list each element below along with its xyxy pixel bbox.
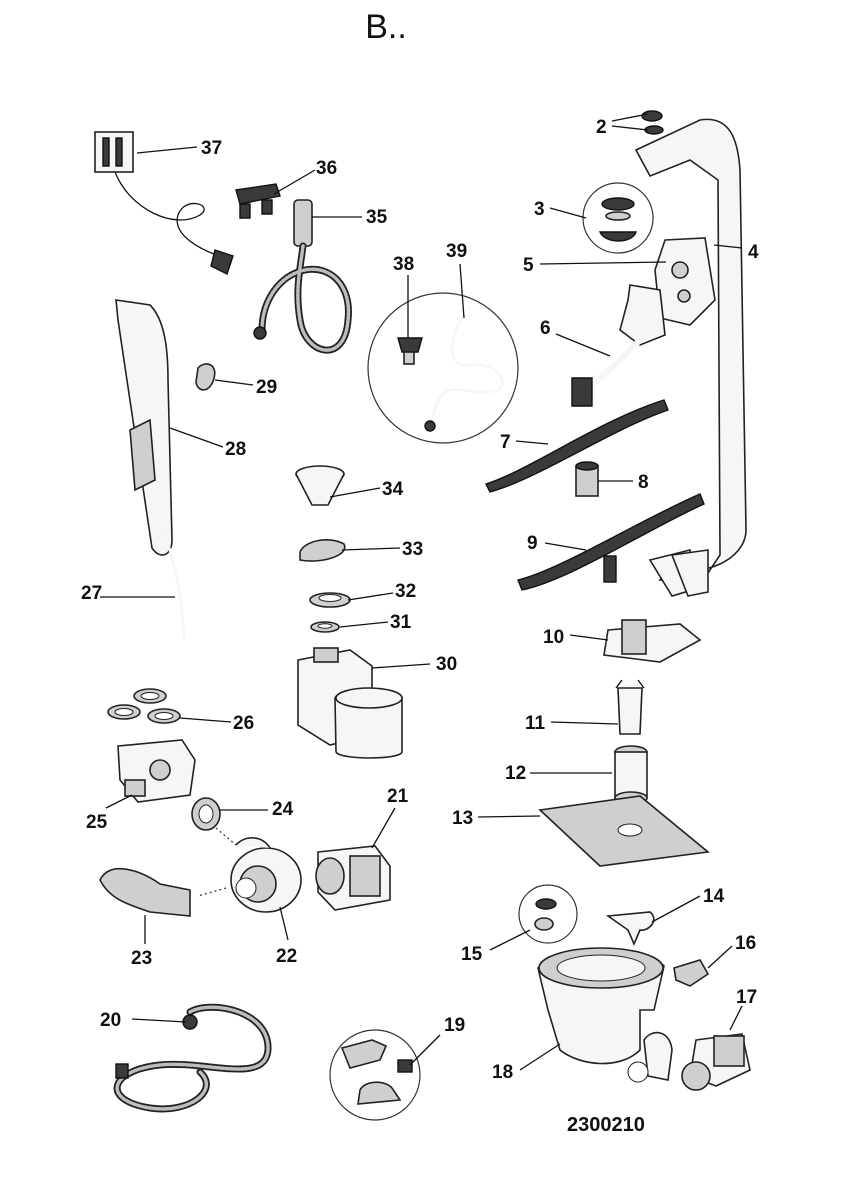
part-label-8: 8 bbox=[638, 472, 649, 493]
part-5-graphic bbox=[654, 237, 716, 326]
leader-lines bbox=[100, 113, 743, 1071]
part-label-38: 38 bbox=[393, 254, 414, 275]
part-30-graphic bbox=[297, 647, 403, 759]
part-21-graphic bbox=[315, 845, 391, 911]
part-label-37: 37 bbox=[201, 138, 222, 159]
part-10-graphic bbox=[603, 619, 702, 663]
part-33-graphic bbox=[299, 539, 346, 562]
part-label-12: 12 bbox=[505, 763, 526, 784]
part-22-graphic bbox=[197, 827, 302, 913]
part-label-15: 15 bbox=[461, 944, 483, 965]
part-label-35: 35 bbox=[366, 207, 388, 228]
part-35-graphic bbox=[253, 199, 352, 354]
part-16-graphic bbox=[673, 959, 710, 987]
part-label-30: 30 bbox=[436, 654, 457, 675]
part-32-graphic bbox=[309, 592, 351, 608]
part-6-graphic bbox=[571, 284, 666, 407]
part-label-17: 17 bbox=[736, 987, 757, 1008]
part-15-detail-graphic bbox=[518, 884, 578, 944]
part-label-32: 32 bbox=[395, 581, 416, 602]
diagram-title: B.. bbox=[365, 8, 407, 46]
part-4-graphic bbox=[634, 118, 747, 597]
part-label-13: 13 bbox=[452, 808, 473, 829]
part-26-graphic bbox=[107, 688, 181, 724]
part-label-group: 2 3 4 5 6 7 8 9 10 11 12 13 14 15 16 17 … bbox=[81, 117, 759, 1136]
part-7-graphic bbox=[485, 399, 669, 493]
part-label-20: 20 bbox=[100, 1010, 121, 1031]
part-13-graphic bbox=[538, 795, 710, 867]
part-34-graphic bbox=[295, 465, 345, 506]
part-28-graphic bbox=[115, 299, 186, 641]
part-label-11: 11 bbox=[525, 713, 546, 734]
part-label-4: 4 bbox=[748, 242, 759, 263]
part-31-graphic bbox=[310, 621, 340, 633]
part-38-39-detail-graphic bbox=[367, 292, 519, 444]
part-23-graphic bbox=[99, 868, 191, 917]
drawing-code: 2300210 bbox=[567, 1114, 645, 1136]
part-19-detail-graphic bbox=[329, 1029, 421, 1121]
part-label-25: 25 bbox=[86, 812, 108, 833]
part-label-24: 24 bbox=[272, 799, 294, 820]
part-24-graphic bbox=[191, 797, 221, 831]
part-label-9: 9 bbox=[527, 533, 538, 554]
part-label-29: 29 bbox=[256, 377, 277, 398]
part-8-graphic bbox=[575, 461, 599, 497]
part-label-31: 31 bbox=[390, 612, 412, 633]
part-label-26: 26 bbox=[233, 713, 254, 734]
part-29-graphic bbox=[195, 363, 216, 391]
part-11-graphic bbox=[615, 679, 645, 735]
part-label-16: 16 bbox=[735, 933, 756, 954]
part-14-graphic bbox=[605, 911, 655, 947]
part-label-34: 34 bbox=[382, 479, 404, 500]
part-label-5: 5 bbox=[523, 255, 534, 276]
part-12-graphic bbox=[614, 745, 648, 805]
part-label-3: 3 bbox=[534, 199, 545, 220]
part-18-graphic bbox=[537, 947, 673, 1083]
part-label-23: 23 bbox=[131, 948, 152, 969]
part-25-graphic bbox=[117, 739, 196, 803]
part-label-6: 6 bbox=[540, 318, 551, 339]
part-label-7: 7 bbox=[500, 432, 511, 453]
part-label-21: 21 bbox=[387, 786, 409, 807]
part-17-graphic bbox=[681, 1033, 751, 1091]
part-label-28: 28 bbox=[225, 439, 246, 460]
part-label-19: 19 bbox=[444, 1015, 465, 1036]
part-37-graphic bbox=[94, 131, 234, 275]
part-36-graphic bbox=[235, 183, 281, 219]
part-label-36: 36 bbox=[316, 158, 337, 179]
part-label-2: 2 bbox=[596, 117, 607, 138]
part-3-detail-graphic bbox=[582, 182, 654, 254]
part-label-22: 22 bbox=[276, 946, 297, 967]
part-label-18: 18 bbox=[492, 1062, 513, 1083]
part-label-39: 39 bbox=[446, 241, 467, 262]
part-9-graphic bbox=[517, 493, 705, 591]
part-20-graphic bbox=[113, 1003, 272, 1113]
part-label-33: 33 bbox=[402, 539, 423, 560]
part-label-27: 27 bbox=[81, 583, 102, 604]
part-label-10: 10 bbox=[543, 627, 564, 648]
part-label-14: 14 bbox=[703, 886, 725, 907]
